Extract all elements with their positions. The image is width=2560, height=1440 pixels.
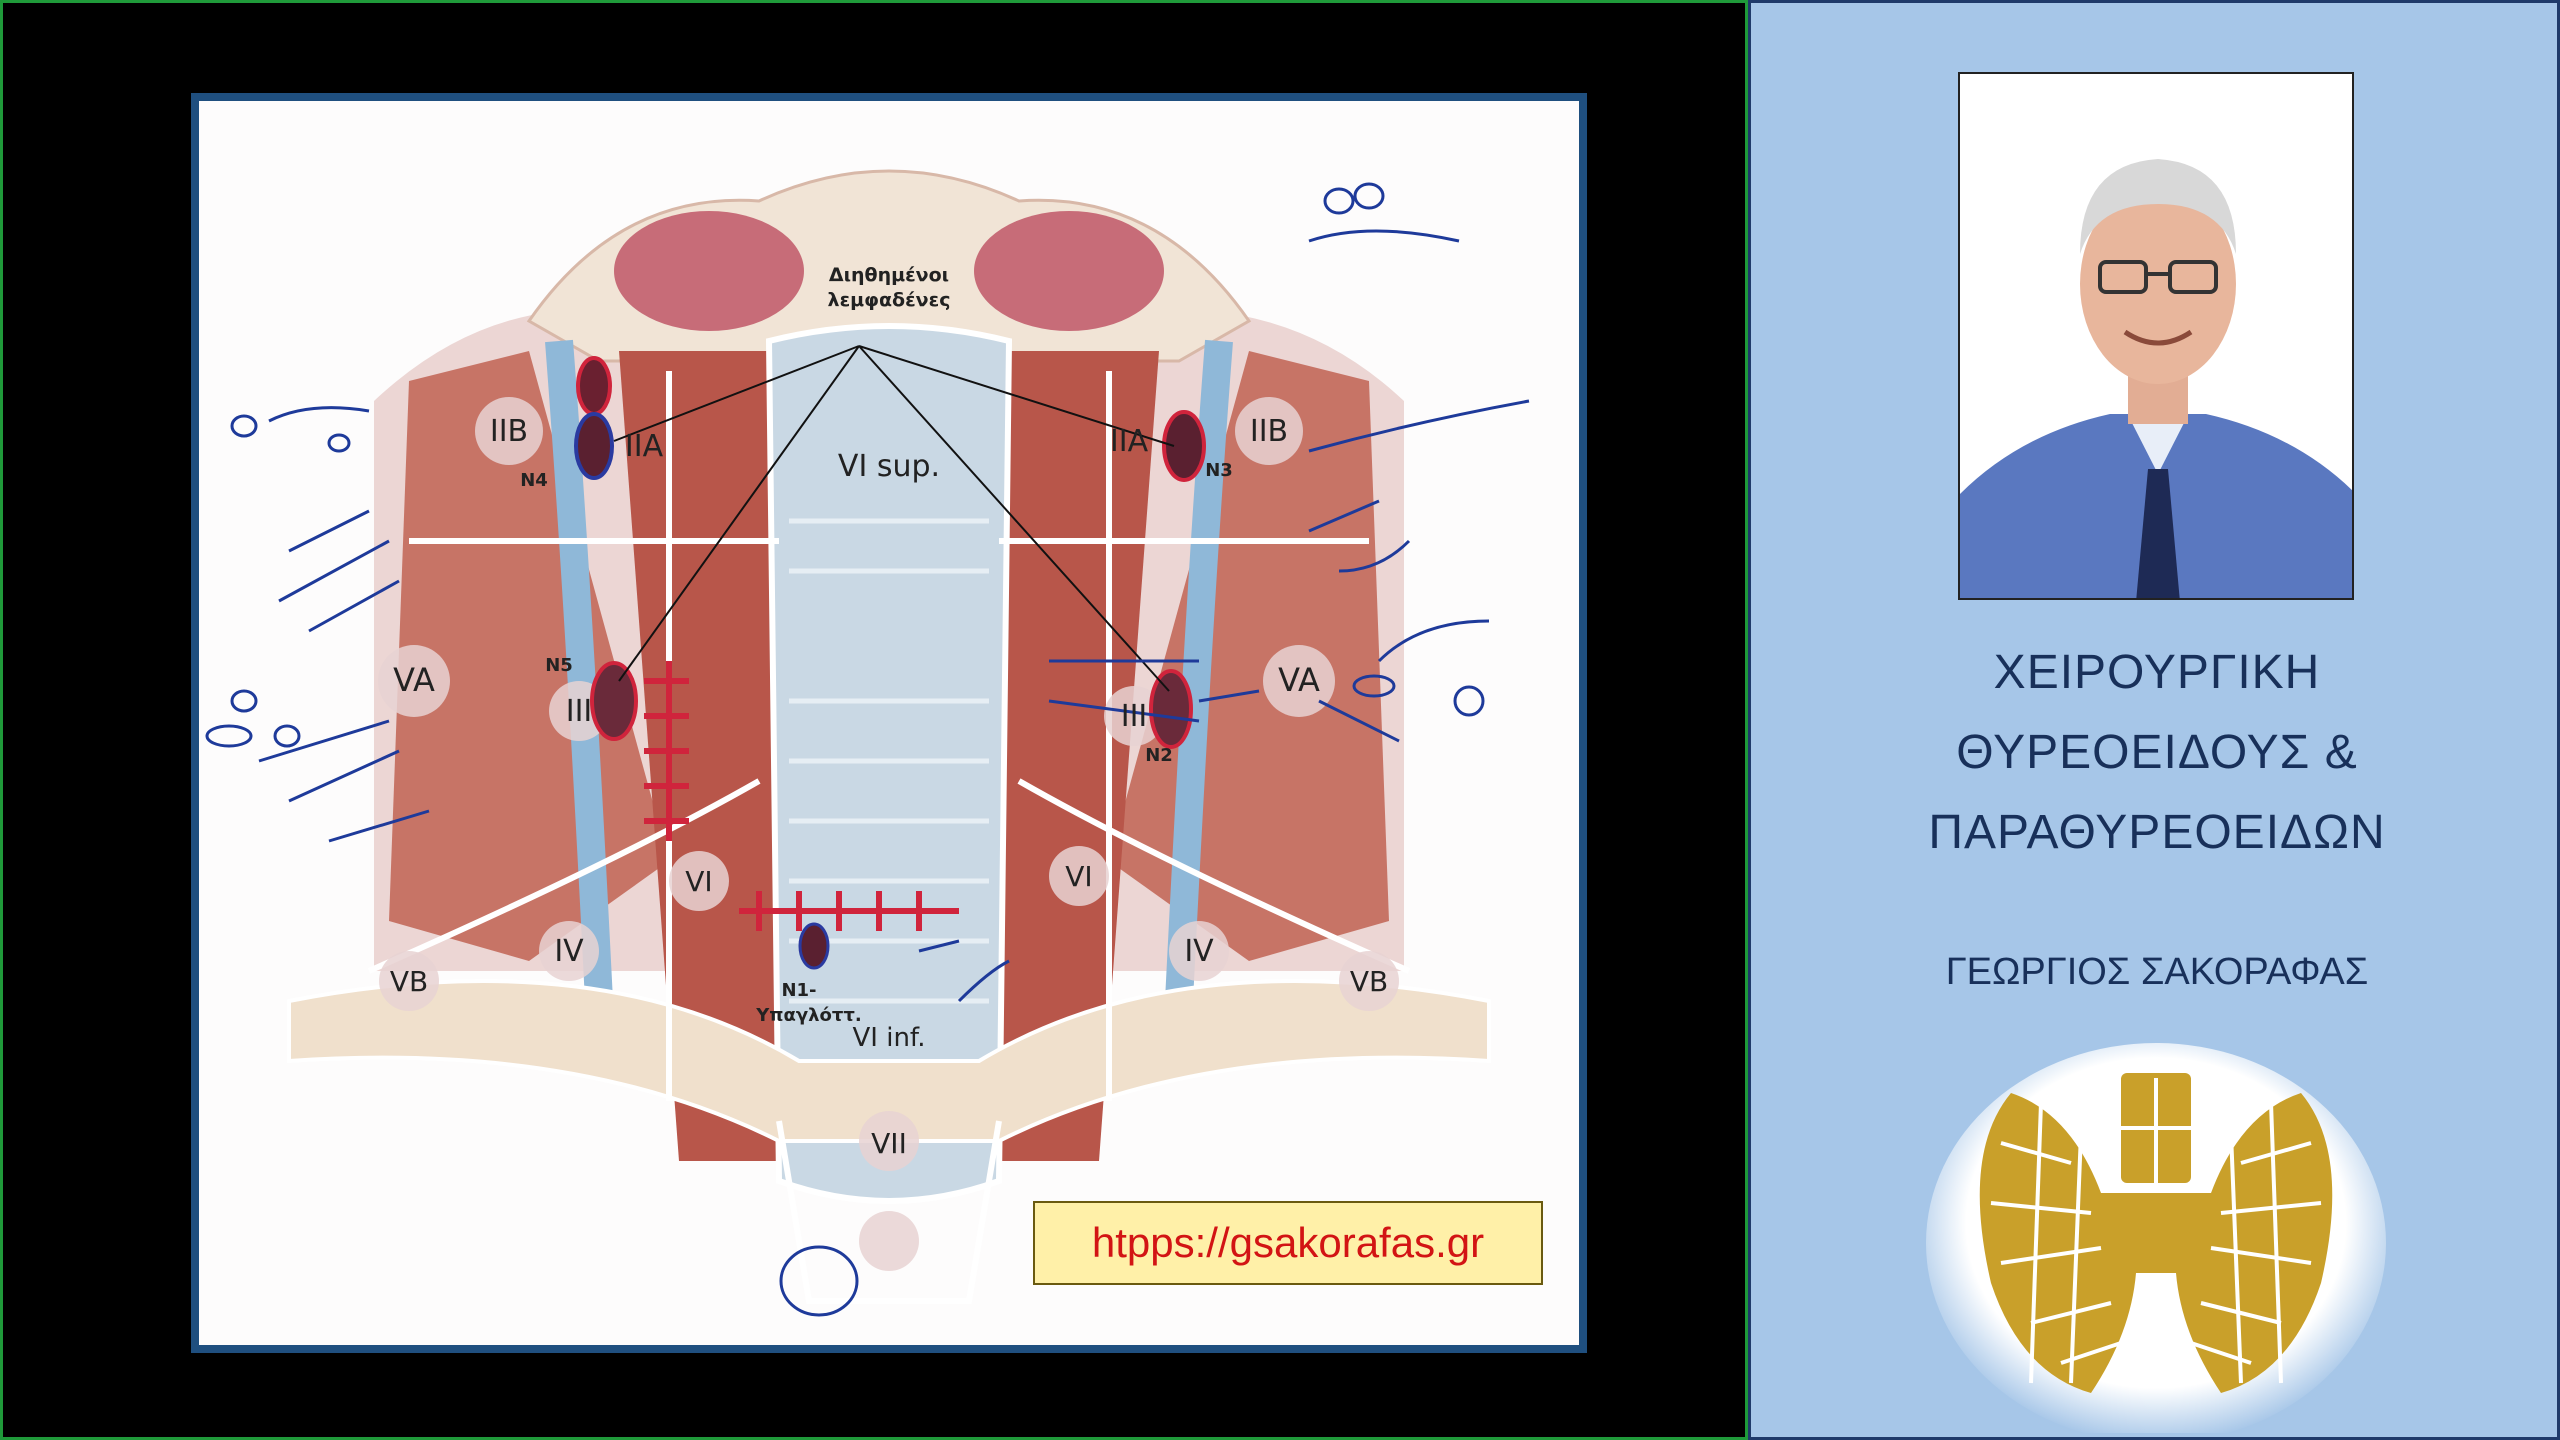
slide-left-panel: Διηθημένοι λεμφαδένες IIB IIB IIA IIA VI…: [0, 0, 1748, 1440]
level-vii: VII: [871, 1127, 907, 1160]
slide-right-panel: ΧΕΙΡΟΥΡΓΙΚΗ ΘΥΡΕΟΕΙΔΟΥΣ & ΠΑΡΑΘΥΡΕΟΕΙΔΩΝ…: [1748, 0, 2560, 1440]
node-n4-upper: [578, 358, 610, 414]
submandibular-gland-right: [974, 211, 1164, 331]
level-vi-inf: VI inf.: [853, 1023, 926, 1053]
title-line-1: ΧΕΙΡΟΥΡΓΙΚΗ: [1751, 645, 2560, 700]
author-portrait: [1958, 72, 2354, 600]
title-line-3: ΠΑΡΑΘΥΡΕΟΕΙΔΩΝ: [1751, 805, 2560, 860]
figure-frame: Διηθημένοι λεμφαδένες IIB IIB IIA IIA VI…: [191, 93, 1587, 1353]
level-iii-left: III: [566, 694, 593, 729]
website-url-box[interactable]: htpps://gsakorafas.gr: [1033, 1201, 1543, 1285]
node-label-n1: N1-: [781, 980, 816, 1001]
level-iv-left: IV: [554, 934, 584, 969]
level-iib-right: IIB: [1250, 414, 1288, 449]
callout-label-line2: λεμφαδένες: [828, 289, 951, 311]
level-iia-left: IIA: [625, 429, 664, 464]
level-va-left: VA: [393, 661, 435, 699]
level-vi-right: VI: [1065, 860, 1092, 893]
node-n1: [800, 924, 828, 968]
level-va-right: VA: [1278, 661, 1320, 699]
level-vi-left: VI: [685, 865, 712, 898]
level-iib-left: IIB: [490, 414, 528, 449]
portrait-illustration: [1960, 74, 2354, 600]
title-line-2: ΘΥΡΕΟΕΙΔΟΥΣ &: [1751, 725, 2560, 780]
node-n3: [1164, 412, 1204, 480]
node-label-n2: N2: [1145, 745, 1173, 766]
neck-lymph-node-diagram: Διηθημένοι λεμφαδένες IIB IIB IIA IIA VI…: [199, 101, 1579, 1345]
node-n2: [1151, 671, 1191, 747]
node-label-n4: N4: [520, 470, 548, 491]
callout-label-line1: Διηθημένοι: [829, 264, 949, 286]
node-n4: [576, 414, 612, 478]
level-iia-right: IIA: [1110, 424, 1149, 459]
node-n5: [592, 663, 636, 739]
author-name: ΓΕΩΡΓΙΟΣ ΣΑΚΟΡΑΦΑΣ: [1751, 951, 2560, 994]
level-vb-right: VB: [1350, 965, 1388, 998]
level-iii-right: III: [1121, 699, 1148, 734]
level-iv-right: IV: [1184, 934, 1214, 969]
thyroid-logo: [1921, 1033, 2391, 1433]
level-vi-sup: VI sup.: [838, 449, 940, 484]
diagram-svg: Διηθημένοι λεμφαδένες IIB IIB IIA IIA VI…: [199, 101, 1579, 1345]
website-url[interactable]: htpps://gsakorafas.gr: [1092, 1219, 1484, 1267]
level-vb-left: VB: [390, 965, 428, 998]
node-label-n3: N3: [1205, 460, 1233, 481]
node-label-n1-sub: Υπαγλόττ.: [755, 1005, 861, 1026]
node-label-n5: N5: [545, 655, 573, 676]
submandibular-gland-left: [614, 211, 804, 331]
